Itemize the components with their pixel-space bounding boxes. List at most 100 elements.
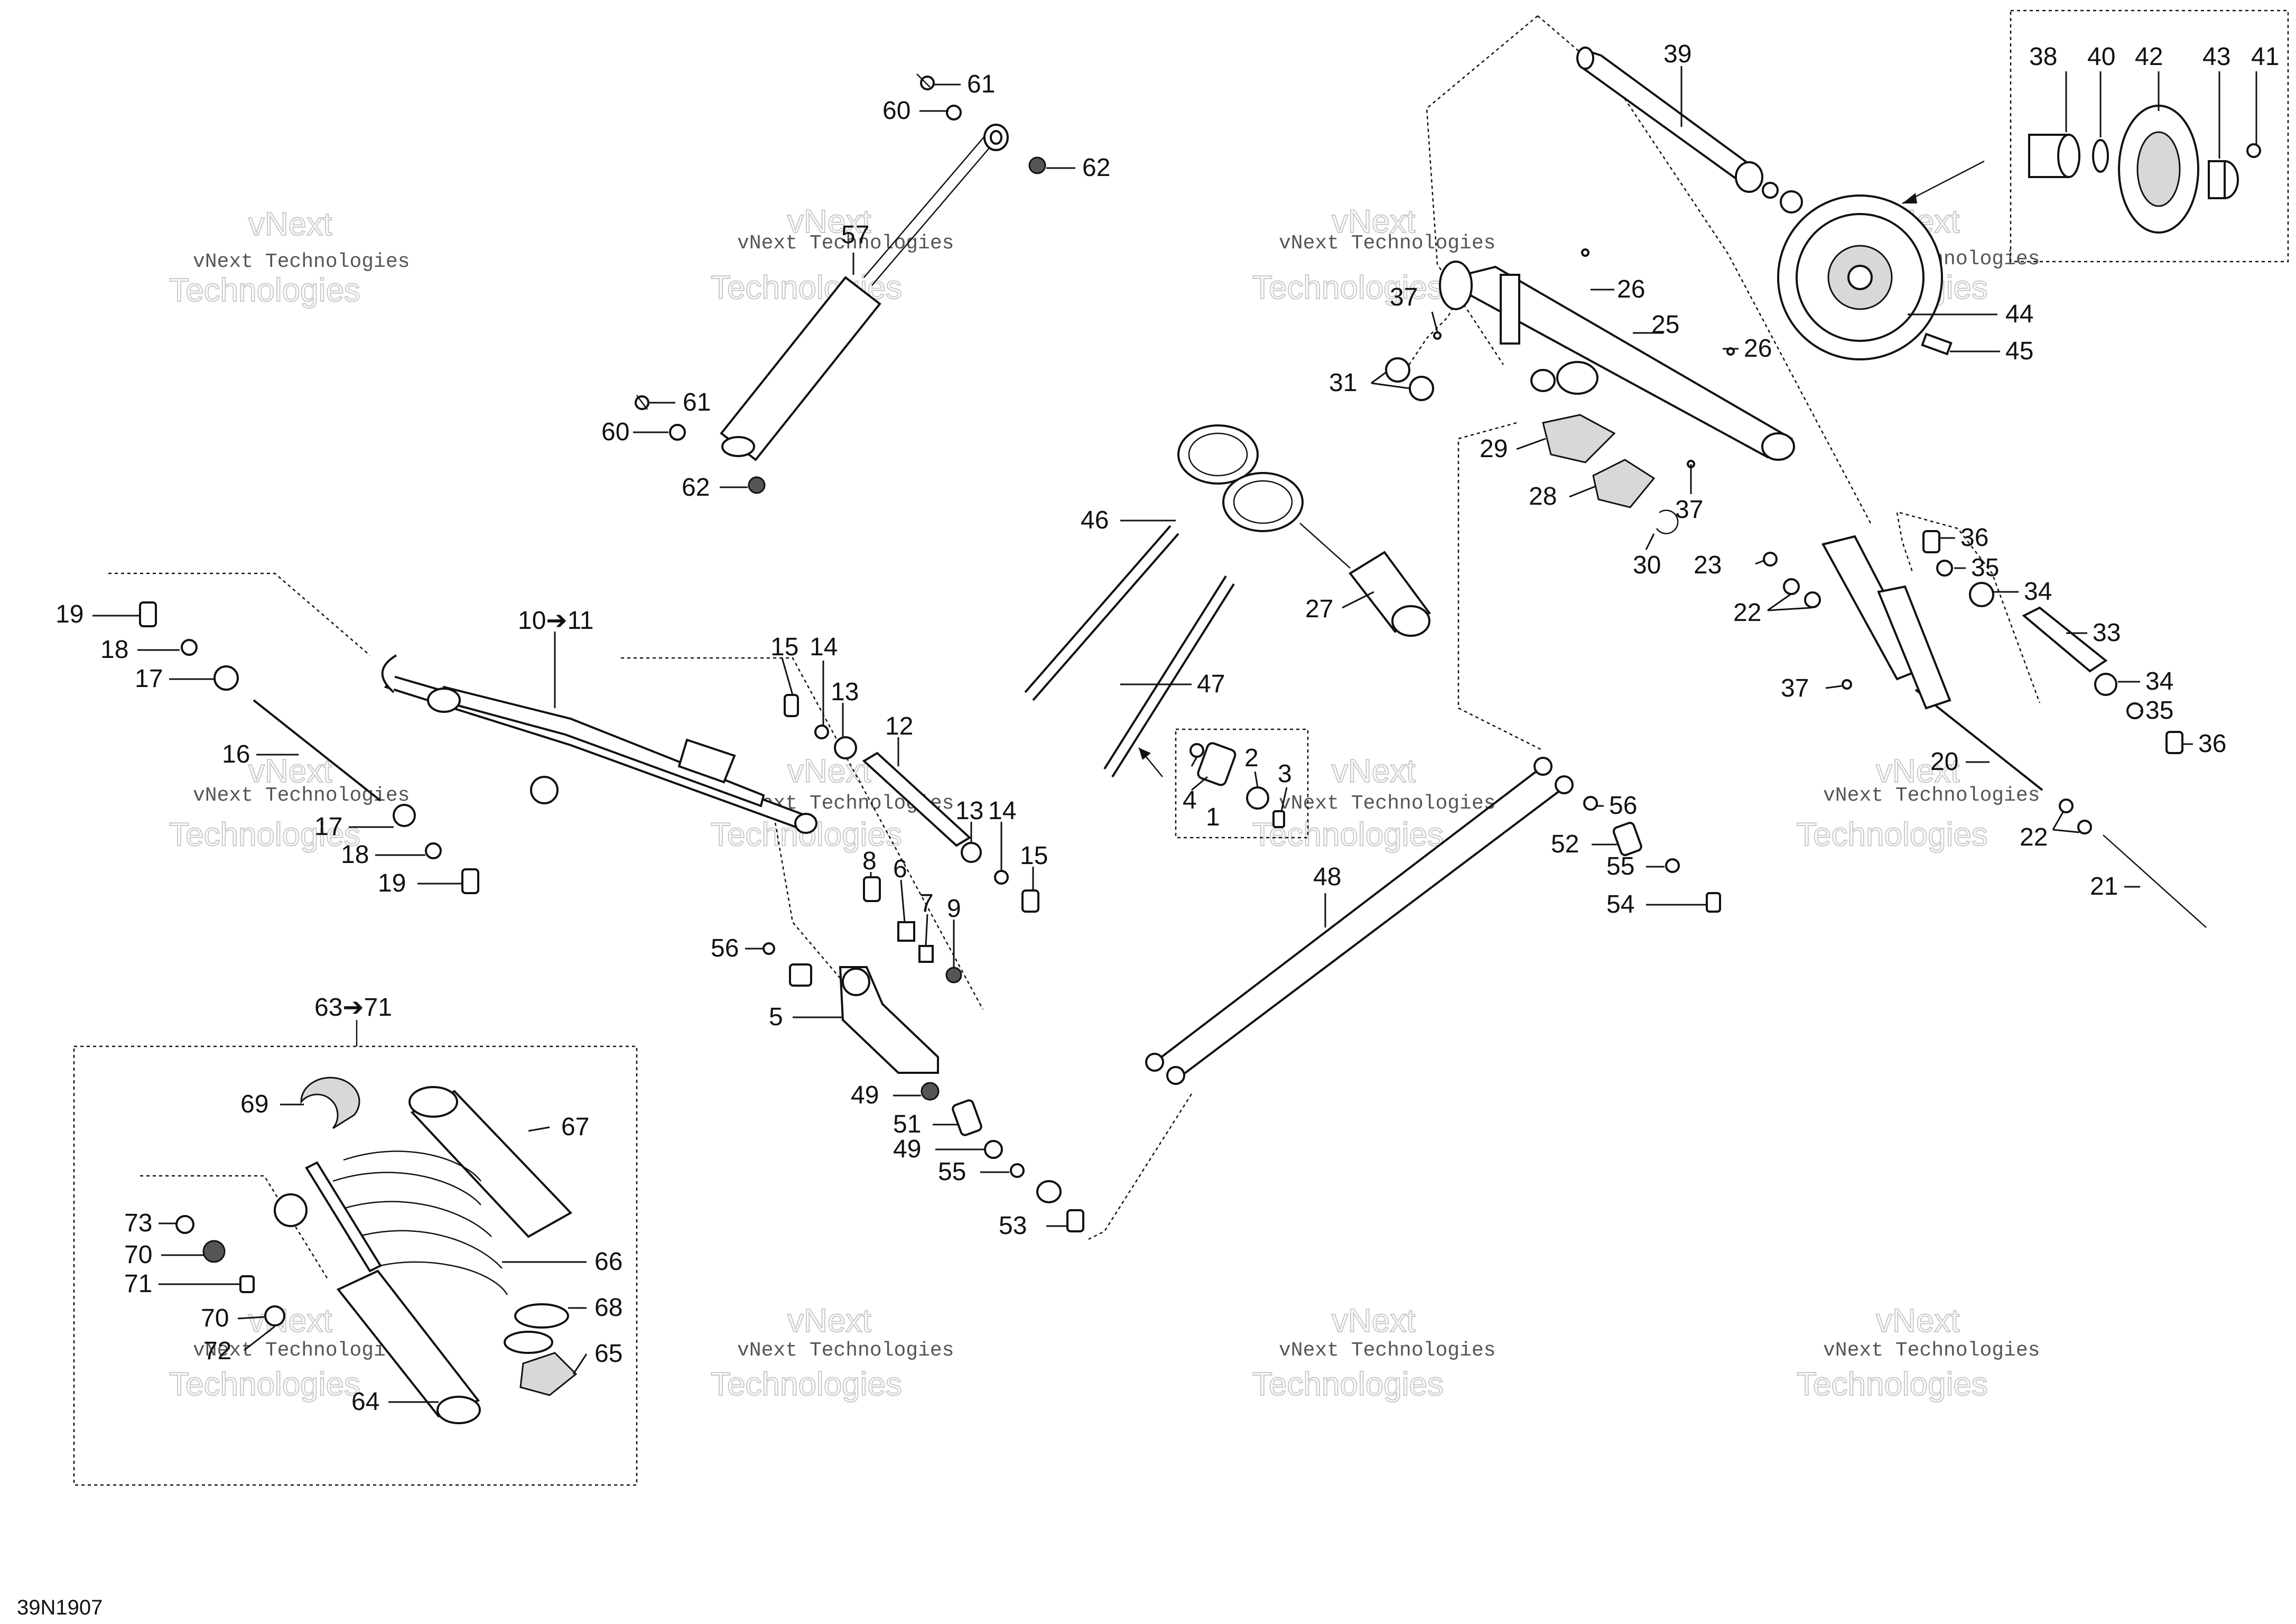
rear-shock-assembly	[175, 1077, 578, 1424]
callout-7: 7	[919, 889, 934, 917]
callout-52: 52	[1551, 830, 1579, 858]
callout-34: 34	[2145, 667, 2173, 695]
callout-44: 44	[2005, 300, 2033, 328]
watermark: vNext Technologies vNext Technologies	[169, 206, 410, 309]
svg-text:Technologies: Technologies	[1797, 816, 1988, 853]
callout-33: 33	[2093, 619, 2121, 647]
svg-text:vNext Technologies: vNext Technologies	[193, 250, 410, 273]
callout-26: 26	[1617, 275, 1645, 303]
callout-16: 16	[222, 740, 250, 768]
callout-37: 37	[1390, 283, 1418, 311]
callout-34: 34	[2024, 578, 2052, 606]
svg-text:vNext: vNext	[248, 753, 332, 790]
callout-31: 31	[1329, 369, 1357, 397]
callout-37: 37	[1675, 496, 1703, 524]
callout-14: 14	[810, 633, 838, 661]
parts-artwork	[139, 47, 2261, 1424]
callout-29: 29	[1480, 435, 1508, 463]
callout-61: 61	[967, 70, 995, 98]
callout-53: 53	[999, 1212, 1027, 1240]
watermark: vNext Technologies vNext Technologies	[710, 1302, 954, 1403]
callout-39: 39	[1663, 40, 1691, 68]
callout-68: 68	[594, 1294, 622, 1322]
callout-20: 20	[1930, 748, 1958, 776]
watermark: vNext Technologies vNext Technologies	[1252, 1302, 1495, 1403]
callout-12: 12	[885, 712, 913, 740]
callout-21: 21	[2090, 873, 2118, 901]
svg-text:vNext: vNext	[787, 753, 871, 790]
callout-51: 51	[893, 1110, 921, 1138]
callout-30: 30	[1633, 551, 1661, 579]
svg-text:vNext Technologies: vNext Technologies	[737, 232, 954, 255]
torsion-springs	[1024, 424, 1351, 778]
callout-69: 69	[240, 1090, 268, 1118]
callout-43: 43	[2202, 43, 2230, 71]
small-parts-box	[1175, 728, 1309, 839]
svg-text:vNext: vNext	[787, 1303, 871, 1339]
svg-text:Technologies: Technologies	[169, 272, 360, 309]
svg-text:vNext Technologies: vNext Technologies	[737, 1339, 954, 1362]
axle	[1576, 47, 1763, 193]
callout-57: 57	[841, 221, 869, 249]
callout-15: 15	[770, 633, 798, 661]
callout-5: 5	[769, 1003, 783, 1031]
svg-text:vNext Technologies: vNext Technologies	[1279, 232, 1495, 255]
callout-25: 25	[1651, 311, 1679, 339]
callout-9: 9	[947, 895, 961, 923]
callout-38: 38	[2029, 43, 2057, 71]
callout-10-11: 10➔11	[518, 607, 593, 635]
callout-17: 17	[314, 813, 342, 841]
watermark: vNext Technologies vNext Technologies	[169, 1302, 410, 1403]
callout-18: 18	[341, 841, 369, 869]
callout-26: 26	[1744, 335, 1772, 363]
svg-text:vNext: vNext	[1332, 203, 1415, 240]
callout-18: 18	[100, 636, 128, 664]
callout-65: 65	[594, 1340, 622, 1368]
callout-66: 66	[594, 1248, 622, 1276]
shock-absorber-box	[73, 1045, 638, 1486]
watermark: vNext Technologies vNext Technologies	[1252, 203, 1495, 307]
upper-shock-absorber	[720, 124, 1009, 461]
callout-73: 73	[124, 1209, 152, 1237]
callout-36: 36	[1960, 524, 1988, 552]
callout-28: 28	[1529, 482, 1557, 511]
svg-text:Technologies: Technologies	[1252, 270, 1444, 306]
svg-text:vNext Technologies: vNext Technologies	[1823, 1339, 2040, 1362]
callout-49: 49	[893, 1135, 921, 1163]
cross-rod	[1145, 757, 1574, 1085]
assembly-guide-lines	[73, 10, 2289, 1486]
callout-55: 55	[938, 1158, 966, 1186]
callout-3: 3	[1278, 760, 1292, 788]
svg-text:Technologies: Technologies	[169, 816, 360, 853]
wheel-inset-parts	[2028, 105, 2261, 234]
callout-13: 13	[831, 678, 859, 706]
callout-64: 64	[351, 1388, 379, 1416]
callout-71: 71	[124, 1270, 152, 1298]
svg-text:vNext: vNext	[1876, 753, 1959, 790]
callout-46: 46	[1081, 506, 1109, 534]
callout-2: 2	[1244, 744, 1259, 772]
callout-67: 67	[561, 1113, 589, 1141]
callout-17: 17	[135, 665, 163, 693]
callout-47: 47	[1197, 670, 1225, 698]
svg-text:vNext Technologies: vNext Technologies	[193, 1339, 410, 1362]
svg-text:vNext: vNext	[248, 206, 332, 243]
callout-19: 19	[55, 600, 83, 628]
callout-23: 23	[1694, 551, 1722, 579]
watermark: vNext Technologies vNext Technologies	[1796, 1302, 2040, 1403]
callout-72: 72	[203, 1337, 231, 1365]
svg-text:Technologies: Technologies	[169, 1366, 360, 1403]
callout-54: 54	[1606, 890, 1634, 918]
svg-text:vNext Technologies: vNext Technologies	[1279, 792, 1495, 815]
callout-6: 6	[893, 855, 907, 883]
watermark: vNext Technologies vNext Technologies	[169, 753, 410, 853]
wheel-inset-box	[2010, 10, 2289, 263]
callout-63-71: 63➔71	[314, 994, 392, 1022]
callout-22: 22	[2020, 823, 2048, 851]
svg-text:vNext: vNext	[1332, 1303, 1415, 1339]
callout-62: 62	[682, 474, 710, 502]
callout-15: 15	[1020, 842, 1048, 870]
callout-14: 14	[988, 797, 1016, 825]
svg-text:vNext: vNext	[1332, 753, 1415, 790]
watermarks: vNext Technologies vNext Technologies vN…	[169, 203, 2040, 1403]
